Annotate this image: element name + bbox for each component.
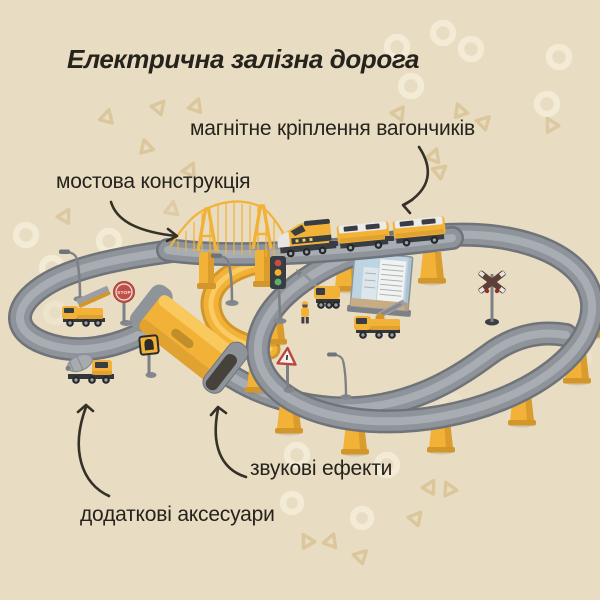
arrow-to-train-coupling <box>401 145 430 215</box>
annotation-extra-accessories: додаткові аксесуари <box>80 503 275 526</box>
page-title: Електрична залізна дорога <box>67 44 420 74</box>
tunnel-icon <box>144 339 154 351</box>
locomotive <box>277 218 337 258</box>
arrow-to-accessories <box>76 403 111 498</box>
annotation-magnetic-coupling: магнітне кріплення вагончиків <box>190 117 475 140</box>
electric-train <box>277 216 447 258</box>
billboard <box>346 251 414 317</box>
red-light <box>274 259 282 267</box>
excavator <box>296 269 340 309</box>
green-light <box>274 278 282 286</box>
crane-truck <box>354 299 406 339</box>
hard-hat <box>301 301 309 305</box>
railroad-crossing-sign <box>478 270 506 326</box>
bridge-legs <box>197 250 272 289</box>
annotation-bridge-construction: мостова конструкція <box>56 170 251 193</box>
stop-sign-label: STOP <box>117 290 131 296</box>
suspension-bridge <box>169 200 296 289</box>
annotation-arrows <box>76 145 430 498</box>
excavator-bucket <box>296 269 302 277</box>
traffic-light <box>270 256 287 324</box>
bridge-cables <box>169 200 296 259</box>
arrow-to-tunnel <box>209 405 248 479</box>
worker-figure <box>301 301 309 324</box>
tunnel <box>129 284 249 394</box>
magnetic-coupling <box>329 241 338 246</box>
stop-sign: STOP <box>113 281 135 326</box>
truck-with-trailer <box>62 286 111 327</box>
arrow-to-bridge <box>109 200 179 243</box>
tunnel-sign <box>138 334 160 378</box>
warning-sign <box>276 346 297 393</box>
magnetic-coupling-2 <box>385 236 394 241</box>
cement-mixer-truck <box>65 353 114 384</box>
annotation-sound-effects: звукові ефекти <box>250 457 393 480</box>
amber-light <box>274 269 282 276</box>
